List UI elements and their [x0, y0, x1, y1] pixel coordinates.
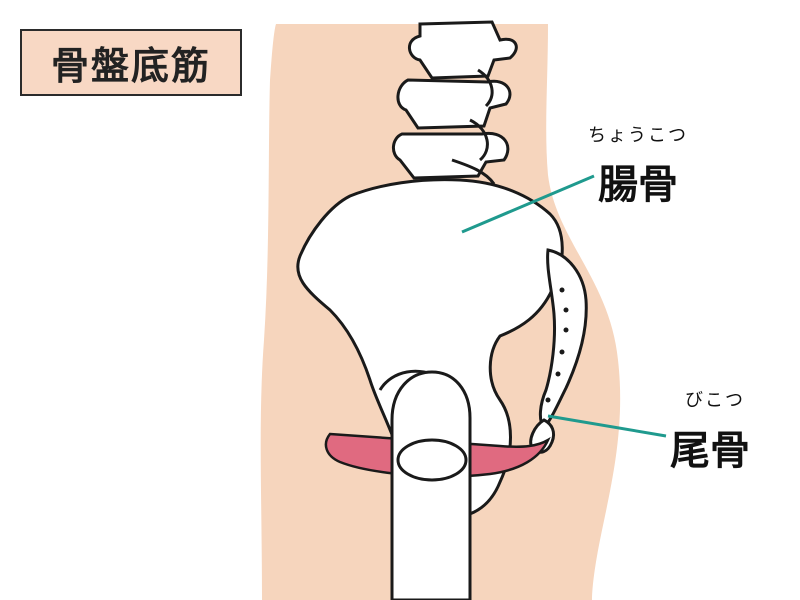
- coccyx-ruby: びこつ: [685, 390, 745, 411]
- sacral-foramina: [545, 287, 569, 403]
- diagram-title: 骨盤底筋: [50, 44, 211, 88]
- diagram-title-box: 骨盤底筋: [20, 29, 242, 96]
- femur-bone: [390, 370, 472, 600]
- ilium-leader-line: [461, 174, 595, 234]
- ilium-ruby: ちょうこつ: [588, 125, 688, 146]
- lumbar-vertebrae: [392, 20, 518, 185]
- ilium-bone: [296, 178, 564, 519]
- coccyx-leader-line: [547, 414, 667, 438]
- coccyx-label: 尾骨: [670, 428, 750, 474]
- femoral-head: [396, 438, 468, 482]
- ilium-label: 腸骨: [598, 162, 678, 208]
